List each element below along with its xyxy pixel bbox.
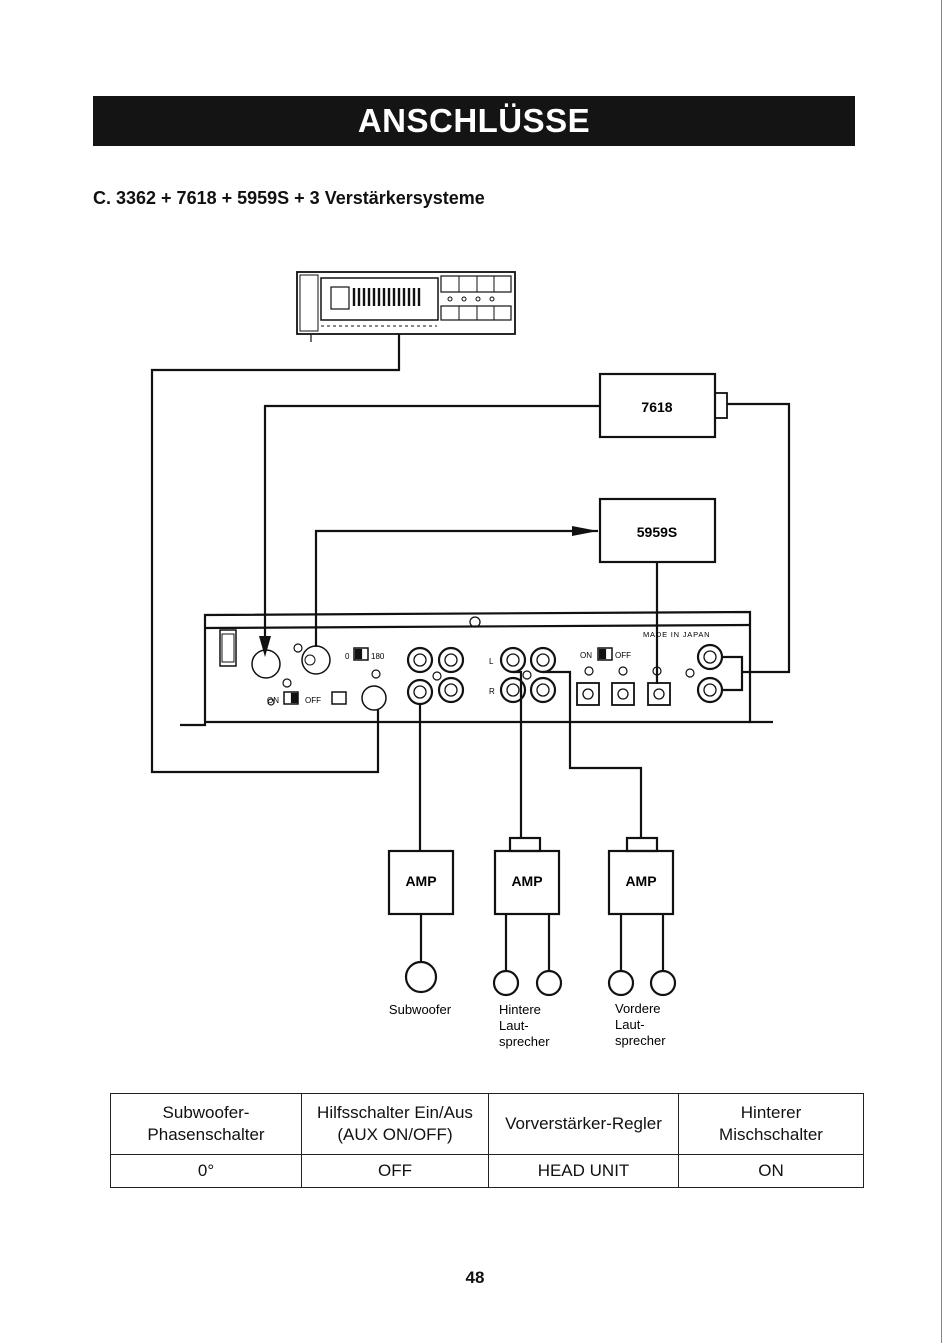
arrow-right-icon: [572, 526, 598, 536]
page-number: 48: [465, 1268, 485, 1287]
main-processor-unit: [180, 610, 773, 727]
subwoofer-label: Subwoofer: [389, 1002, 452, 1017]
switch-off-label: OFF: [305, 696, 321, 705]
arrow-down-icon: [259, 636, 271, 657]
subtitle: C. 3362 + 7618 + 5959S + 3 Verstärkersys…: [93, 188, 485, 208]
amp-label: AMP: [511, 873, 542, 889]
head-unit-3362: [296, 271, 516, 342]
channel-l-label: L: [489, 657, 494, 666]
value-aux-switch: OFF: [301, 1154, 489, 1188]
amplifiers: [387, 836, 675, 916]
amp-label: AMP: [405, 873, 436, 889]
switch-off-label-right: OFF: [615, 651, 631, 660]
settings-table: Subwoofer- Phasenschalter Hilfsschalter …: [110, 1093, 864, 1188]
header-rear-mix-switch: Hinterer Mischschalter: [678, 1093, 864, 1155]
amp-label: AMP: [625, 873, 656, 889]
header-aux-switch: Hilfsschalter Ein/Aus (AUX ON/OFF): [301, 1093, 489, 1155]
unit-5959s-label: 5959S: [637, 524, 677, 540]
rear-speaker-label-line: Hintere: [499, 1002, 541, 1017]
switch-on-label-right: ON: [580, 651, 592, 660]
connection-cables: [150, 334, 791, 851]
made-in-japan-label: MADE IN JAPAN: [643, 630, 710, 639]
section-title: ANSCHLÜSSE: [357, 102, 591, 139]
section-header-bar: ANSCHLÜSSE: [93, 96, 855, 146]
switch-on-label: ON: [267, 696, 279, 705]
unit-7618-label: 7618: [641, 399, 672, 415]
speakers: [404, 914, 677, 997]
table-header-row: Subwoofer- Phasenschalter Hilfsschalter …: [110, 1093, 864, 1155]
header-preamp-control: Vorverstärker-Regler: [488, 1093, 679, 1155]
front-speaker-label-line: Laut-: [615, 1017, 645, 1032]
value-preamp-control: HEAD UNIT: [488, 1154, 679, 1188]
header-subwoofer-phase: Subwoofer- Phasenschalter: [110, 1093, 302, 1155]
front-speaker-label-line: Vordere: [615, 1001, 661, 1016]
phase-180-label: 180: [371, 652, 385, 661]
front-speaker-label-line: sprecher: [615, 1033, 666, 1048]
phase-0-label: 0: [345, 652, 350, 661]
table-row: 0° OFF HEAD UNIT ON: [110, 1154, 864, 1188]
rear-speaker-label-line: Laut-: [499, 1018, 529, 1033]
page-edge-line: [941, 0, 942, 1343]
rear-speaker-label-line: sprecher: [499, 1034, 550, 1049]
value-subwoofer-phase: 0°: [110, 1154, 302, 1188]
value-rear-mix-switch: ON: [678, 1154, 864, 1188]
channel-r-label: R: [489, 687, 495, 696]
